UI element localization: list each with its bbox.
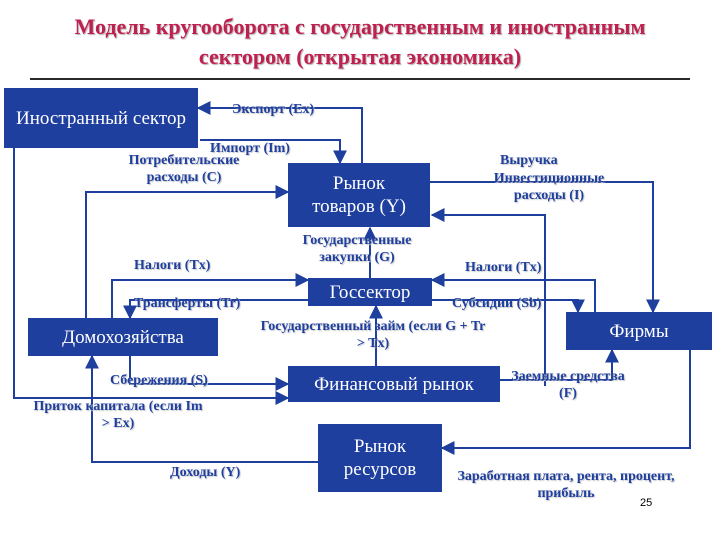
gov-loan-label: Государственный займ (если G + Tr > Tx) [260, 319, 486, 351]
households-label: Домохозяйства [62, 326, 184, 348]
taxes-households-label: Налоги (Tx) [134, 258, 211, 273]
subsidies-label: Субсидии (Sb) [452, 296, 542, 311]
gov-purchases-label: Государственные закупки (G) [302, 233, 412, 265]
capital-inflow-arrow [13, 148, 290, 405]
export-label: Экспорт (Ex) [232, 102, 315, 117]
subsidies-arrow [432, 299, 585, 314]
savings-label: Сбережения (S) [110, 373, 208, 388]
capital-inflow-label: Приток капитала (если Im > Ex) [33, 399, 203, 431]
transfers-arrow [123, 299, 308, 320]
goods-market-label: Рынок товаров (Y) [312, 173, 406, 217]
export-arrow [196, 101, 363, 163]
resource-market-label: Рынок ресурсов [343, 436, 417, 480]
taxes-firms-label: Налоги (Tx) [465, 260, 542, 275]
financial-market-label: Финансовый рынок [314, 373, 474, 395]
page-number: 25 [640, 497, 653, 509]
government-box: Госсектор [308, 278, 432, 306]
investment-label: Инвестиционные расходы (I) [493, 171, 605, 203]
taxes-households-arrow [111, 273, 310, 318]
resource-market-box: Рынок ресурсов [318, 424, 442, 492]
consumption-label: Потребительские расходы (C) [128, 153, 240, 185]
foreign-sector-box: Иностранный сектор [4, 88, 198, 148]
consumption-arrow [85, 185, 290, 320]
foreign-sector-label: Иностранный сектор [16, 107, 186, 129]
borrowed-funds-arrow [500, 348, 619, 381]
transfers-label: Трансферты (Tr) [134, 296, 241, 311]
income-label: Доходы (Y) [170, 465, 241, 480]
borrowed-funds-label: Заемные средства (F) [511, 369, 625, 401]
taxes-firms-arrow [430, 273, 596, 312]
firms-label: Фирмы [609, 320, 669, 342]
financial-market-box: Финансовый рынок [288, 366, 500, 402]
import-label: Импорт (Im) [210, 141, 290, 156]
goods-market-box: Рынок товаров (Y) [288, 163, 430, 227]
savings-arrow [129, 356, 290, 391]
households-box: Домохозяйства [28, 318, 218, 356]
import-arrow [200, 139, 347, 165]
investment-arrow [430, 208, 546, 386]
firms-box: Фирмы [566, 312, 712, 350]
revenue-label: Выручка [500, 153, 558, 168]
income-arrow [85, 354, 318, 463]
factor-payments-label: Заработная плата, рента, процент, прибыл… [457, 469, 675, 501]
factor-payments-arrow [440, 350, 691, 455]
title-divider [30, 78, 690, 80]
revenue-arrow [430, 181, 660, 314]
government-label: Госсектор [329, 281, 411, 303]
page-title: Модель кругооборота с государственным и … [74, 14, 646, 69]
